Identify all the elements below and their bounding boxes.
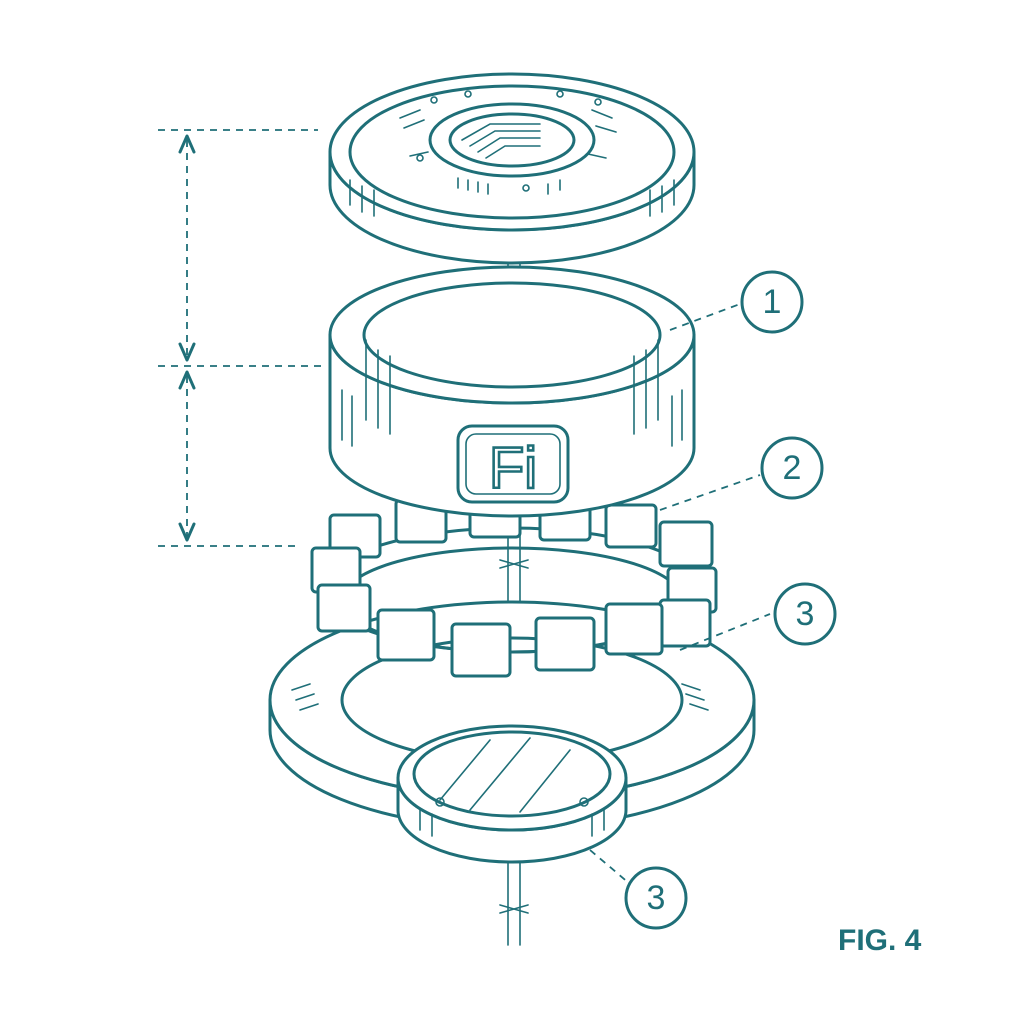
top-cap-disc bbox=[328, 72, 696, 265]
callout-3-lower: 3 bbox=[624, 866, 688, 930]
housing-ring bbox=[328, 265, 696, 518]
callout-3-lower-label: 3 bbox=[647, 879, 666, 917]
callout-3-upper-label: 3 bbox=[796, 595, 815, 633]
fi-logo-text: Fi bbox=[489, 436, 537, 501]
callout-1-label: 1 bbox=[763, 283, 782, 321]
figure-label: FIG. 4 bbox=[838, 924, 922, 957]
callout-2-label: 2 bbox=[783, 449, 802, 487]
callout-2: 2 bbox=[760, 436, 824, 500]
lens-disc bbox=[396, 724, 628, 864]
dimension-lines bbox=[158, 129, 325, 547]
leader-lines bbox=[589, 303, 771, 885]
callout-1: 1 bbox=[740, 270, 804, 334]
callout-3-upper: 3 bbox=[773, 582, 837, 646]
